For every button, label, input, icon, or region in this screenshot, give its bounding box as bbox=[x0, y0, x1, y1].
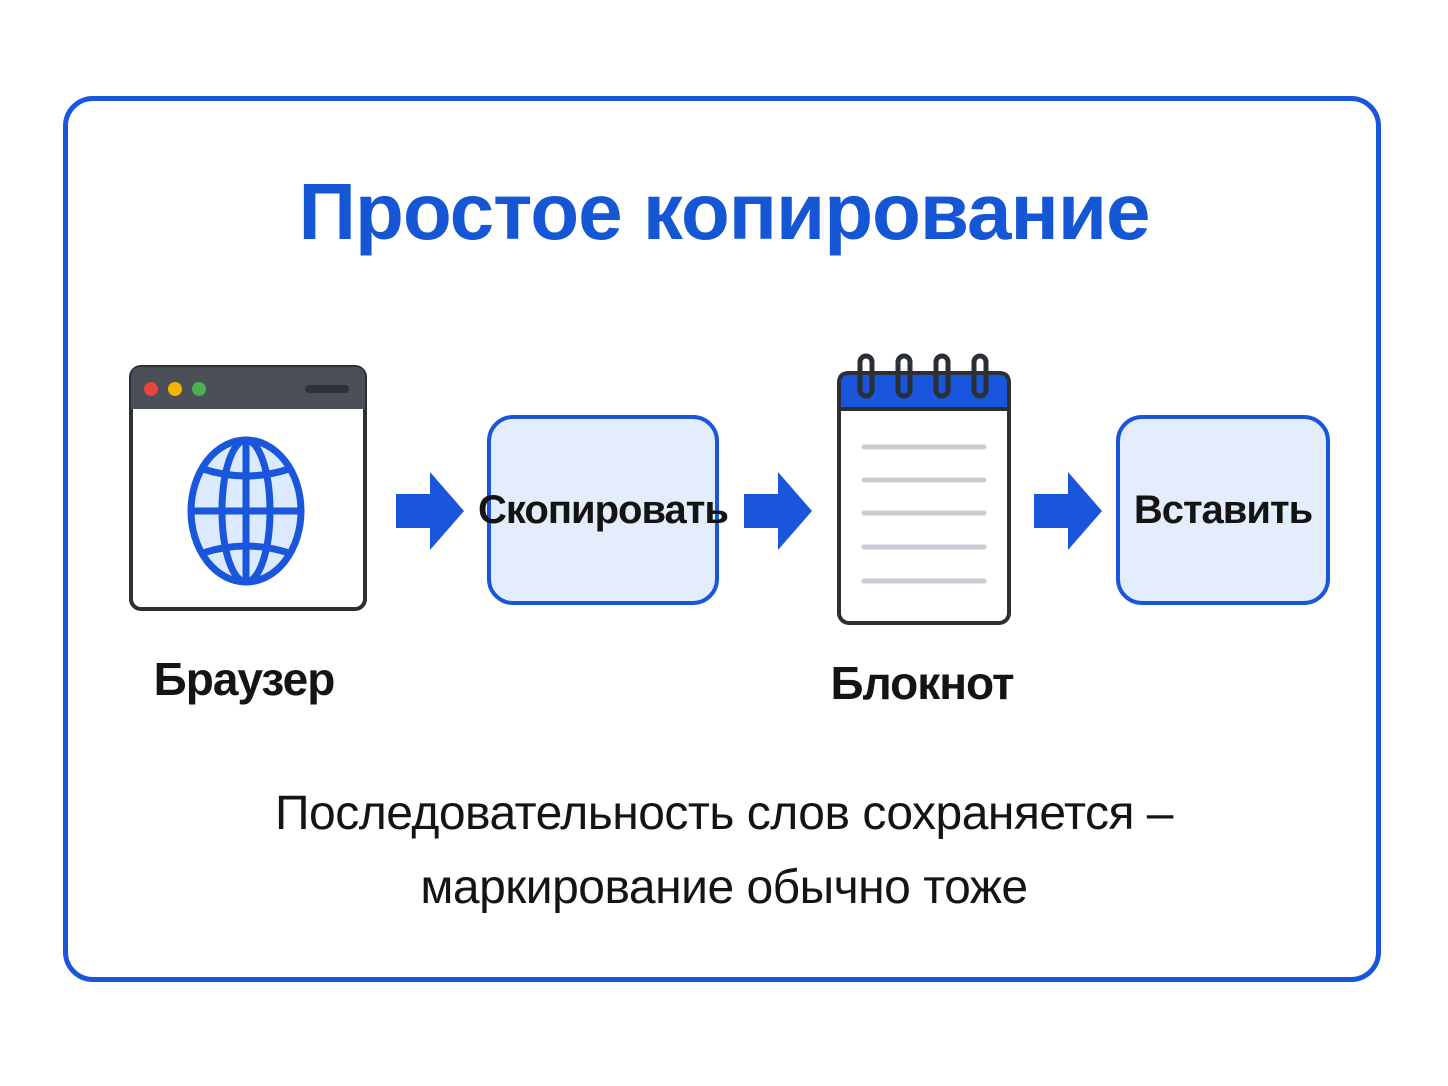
browser-label: Браузер bbox=[153, 653, 336, 705]
copy-step-label: Скопировать bbox=[478, 487, 729, 532]
right-arrow-icon bbox=[744, 472, 812, 550]
notepad-label: Блокнот bbox=[830, 657, 1014, 709]
right-arrow-icon bbox=[396, 472, 464, 550]
globe-icon bbox=[187, 436, 305, 586]
right-arrow-icon bbox=[1034, 472, 1102, 550]
paste-step-box: Вставить bbox=[1116, 415, 1330, 605]
notepad-icon bbox=[837, 353, 1011, 625]
diagram-title: Простое копирование bbox=[298, 167, 1150, 256]
browser-window-icon bbox=[129, 365, 367, 611]
paste-step-label: Вставить bbox=[1133, 487, 1313, 532]
caption-line-1: Последовательность слов сохраняется – bbox=[275, 787, 1173, 840]
caption-line-2: маркирование обычно тоже bbox=[420, 861, 1028, 914]
copy-step-box: Скопировать bbox=[478, 415, 729, 605]
